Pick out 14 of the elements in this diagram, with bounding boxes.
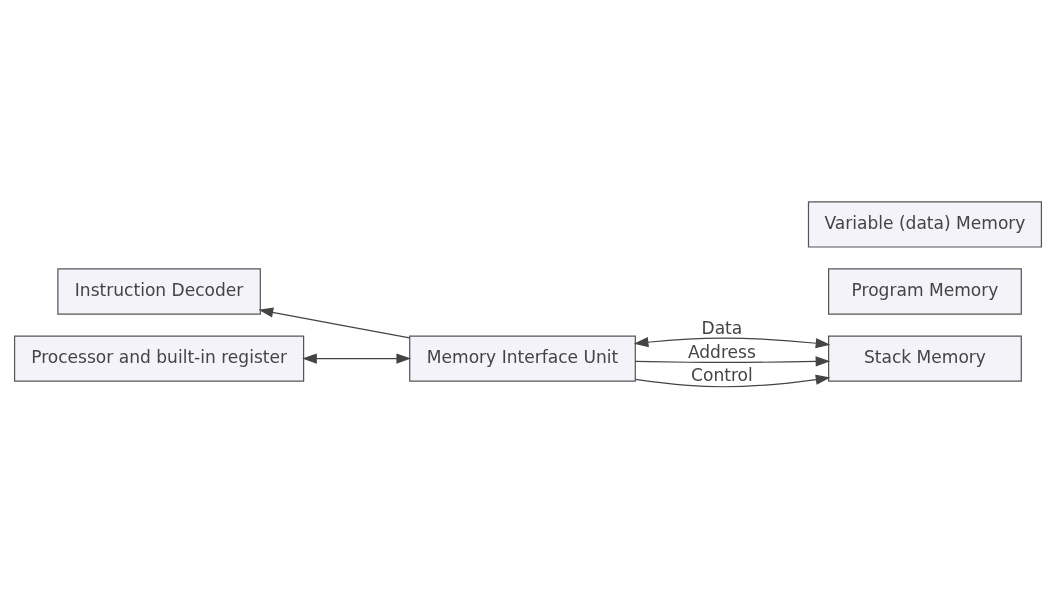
arrow	[302, 353, 412, 364]
arrow	[634, 356, 831, 367]
arrow	[633, 337, 831, 349]
edge-label: Address	[687, 341, 756, 362]
edge-label: Data	[701, 318, 743, 339]
node-box: Variable (data) Memory	[807, 201, 1042, 248]
node-box: Stack Memory	[828, 335, 1022, 382]
node-box: Program Memory	[828, 268, 1022, 315]
node-box: Instruction Decoder	[57, 268, 261, 315]
arrow	[634, 374, 831, 388]
edge-label: Control	[691, 364, 753, 385]
node-box: Memory Interface Unit	[409, 335, 636, 382]
arrow	[258, 307, 411, 339]
node-box: Processor and built-in register	[14, 335, 305, 382]
